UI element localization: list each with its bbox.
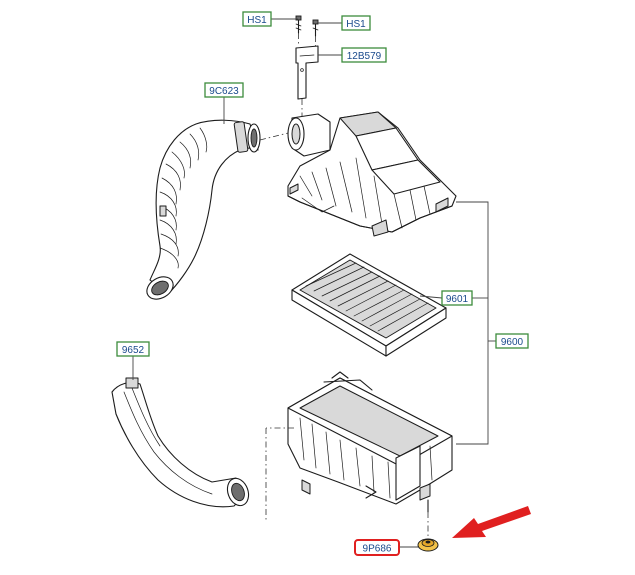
highlight-arrow-icon	[452, 506, 531, 538]
callout-12b579: 12B579	[341, 47, 387, 63]
callout-text: 9652	[122, 345, 145, 356]
intake-hose-part	[146, 119, 261, 300]
callout-text: 9C623	[209, 86, 239, 97]
callout-text: 9600	[501, 337, 524, 348]
callout-9c623: 9C623	[204, 82, 244, 98]
air-cleaner-cover-part	[287, 111, 457, 237]
air-cleaner-housing-part	[287, 371, 453, 513]
callout-hs1-right: HS1	[341, 15, 371, 31]
leader-lines	[132, 18, 496, 548]
callout-text: 9P686	[363, 544, 392, 555]
screw-left	[295, 15, 302, 34]
callout-text: 9601	[446, 294, 469, 305]
callout-9601: 9601	[441, 290, 473, 306]
callout-9600: 9600	[495, 333, 529, 349]
bracket-part	[295, 45, 319, 100]
callout-hs1-left: HS1	[242, 11, 272, 27]
callout-text: HS1	[247, 15, 267, 26]
filter-element-part	[291, 253, 447, 357]
screw-right	[312, 19, 319, 37]
air-duct-part	[111, 377, 250, 508]
grommet-part	[417, 538, 439, 552]
callout-9652: 9652	[116, 341, 150, 357]
callout-9p686-highlighted: 9P686	[354, 539, 400, 556]
callout-text: HS1	[346, 19, 366, 30]
callout-text: 12B579	[347, 51, 382, 62]
